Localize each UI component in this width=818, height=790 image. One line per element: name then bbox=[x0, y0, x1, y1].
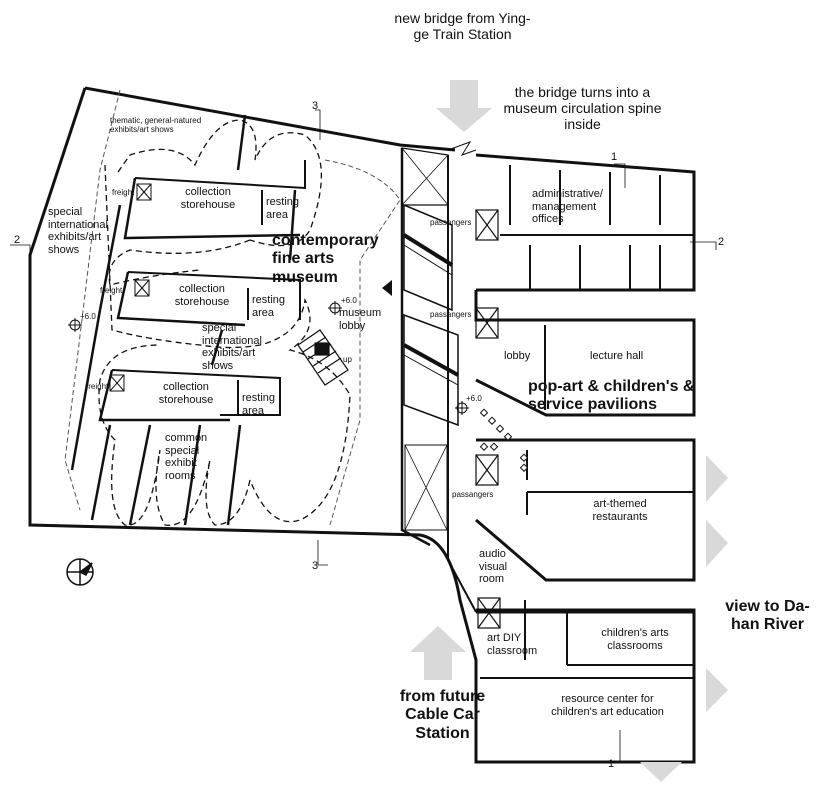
arrow-view-3 bbox=[706, 668, 728, 712]
room-collection-2: collection storehouse bbox=[174, 283, 230, 308]
collection-storehouse-1 bbox=[123, 160, 306, 240]
room-thematic: thematic, general-natured exhibits/art s… bbox=[110, 116, 202, 135]
zone-pavilions: pop-art & children's & service pavilions bbox=[528, 378, 695, 414]
annotation-from-cable-car: from future Cable Car Station bbox=[399, 688, 486, 742]
room-lobby: lobby bbox=[504, 350, 531, 362]
datum-symbols bbox=[68, 301, 469, 415]
lobby-stair bbox=[297, 329, 349, 386]
arrow-from-cable-car bbox=[410, 626, 466, 680]
arrow-bottom bbox=[640, 762, 682, 782]
room-common-special: common special exhibit rooms bbox=[165, 432, 208, 482]
classroom-block bbox=[476, 608, 696, 760]
room-audio-visual: audio visual room bbox=[479, 548, 508, 586]
arrow-view-2 bbox=[706, 520, 728, 567]
room-admin: administrative/ management offices bbox=[532, 188, 603, 226]
arrow-from-bridge bbox=[436, 80, 492, 132]
section-mark-3-bottom: 3 bbox=[312, 560, 319, 572]
annotation-new-bridge: new bridge from Ying-ge Train Station bbox=[394, 10, 531, 43]
room-childrens-arts: children's arts classrooms bbox=[601, 627, 669, 652]
room-resting-1: resting area bbox=[266, 196, 300, 221]
room-restaurants: art-themed restaurants bbox=[592, 498, 648, 523]
elevator-2 bbox=[475, 307, 499, 339]
admin-block bbox=[475, 153, 696, 292]
section-mark-1-bottom: 1 bbox=[608, 758, 615, 770]
collection-storehouse-2 bbox=[116, 271, 301, 327]
dashed-boundary-2 bbox=[324, 159, 401, 526]
section-mark-3-top: 3 bbox=[312, 100, 319, 112]
section-mark-1-top: 1 bbox=[611, 151, 618, 163]
room-resting-2: resting area bbox=[252, 294, 286, 319]
diamond-markers bbox=[479, 408, 529, 472]
label-freight-3: freight bbox=[86, 382, 109, 391]
escalator-upper bbox=[403, 203, 453, 312]
room-resting-3: resting area bbox=[242, 392, 276, 417]
room-special-left: special international exhibits/art shows bbox=[48, 206, 108, 256]
elevation-spine: +6.0 bbox=[466, 394, 482, 403]
label-freight-2: freight bbox=[100, 286, 123, 295]
room-diy: art DIY classroom bbox=[487, 632, 538, 657]
elevator-1 bbox=[475, 209, 499, 241]
label-up: up bbox=[343, 355, 352, 364]
spine-right-wall bbox=[447, 155, 477, 613]
room-collection-3: collection storehouse bbox=[158, 381, 214, 406]
collection-storehouse-3 bbox=[98, 369, 281, 422]
section-lines bbox=[10, 109, 717, 763]
room-lecture-hall: lecture hall bbox=[590, 350, 644, 362]
elevator-3 bbox=[475, 454, 499, 486]
arrow-view-1 bbox=[706, 455, 728, 502]
lobby-entrance bbox=[382, 280, 392, 296]
escalator-lower bbox=[403, 313, 459, 427]
grey-arrows bbox=[410, 80, 728, 782]
section-mark-2-left: 2 bbox=[14, 234, 21, 246]
label-freight-1: freight bbox=[112, 188, 135, 197]
room-museum-lobby: museum lobby bbox=[339, 307, 382, 332]
room-collection-1: collection storehouse bbox=[180, 186, 236, 211]
circulation-path bbox=[98, 119, 351, 526]
room-resource-center: resource center for children's art educa… bbox=[551, 693, 664, 718]
annotation-view-to-river: view to Da-han River bbox=[725, 598, 810, 634]
annotation-bridge-turns: the bridge turns into a museum circulati… bbox=[503, 84, 662, 133]
label-passengers-1: passangers bbox=[430, 218, 472, 227]
elevator-4 bbox=[477, 597, 501, 629]
label-passengers-2: passangers bbox=[430, 310, 472, 319]
museum-top-edge bbox=[84, 86, 456, 152]
elevation-lobby: +6.0 bbox=[341, 296, 357, 305]
elevation-left: +6.0 bbox=[80, 312, 96, 321]
zone-museum: contemporary fine arts museum bbox=[272, 232, 379, 286]
north-arrow bbox=[66, 558, 94, 586]
room-special-mid: special international exhibits/art shows bbox=[202, 322, 262, 372]
dashed-boundary bbox=[64, 89, 121, 511]
restaurant-block bbox=[475, 438, 696, 582]
section-mark-2-right: 2 bbox=[718, 236, 725, 248]
label-passengers-3: passangers bbox=[452, 490, 494, 499]
